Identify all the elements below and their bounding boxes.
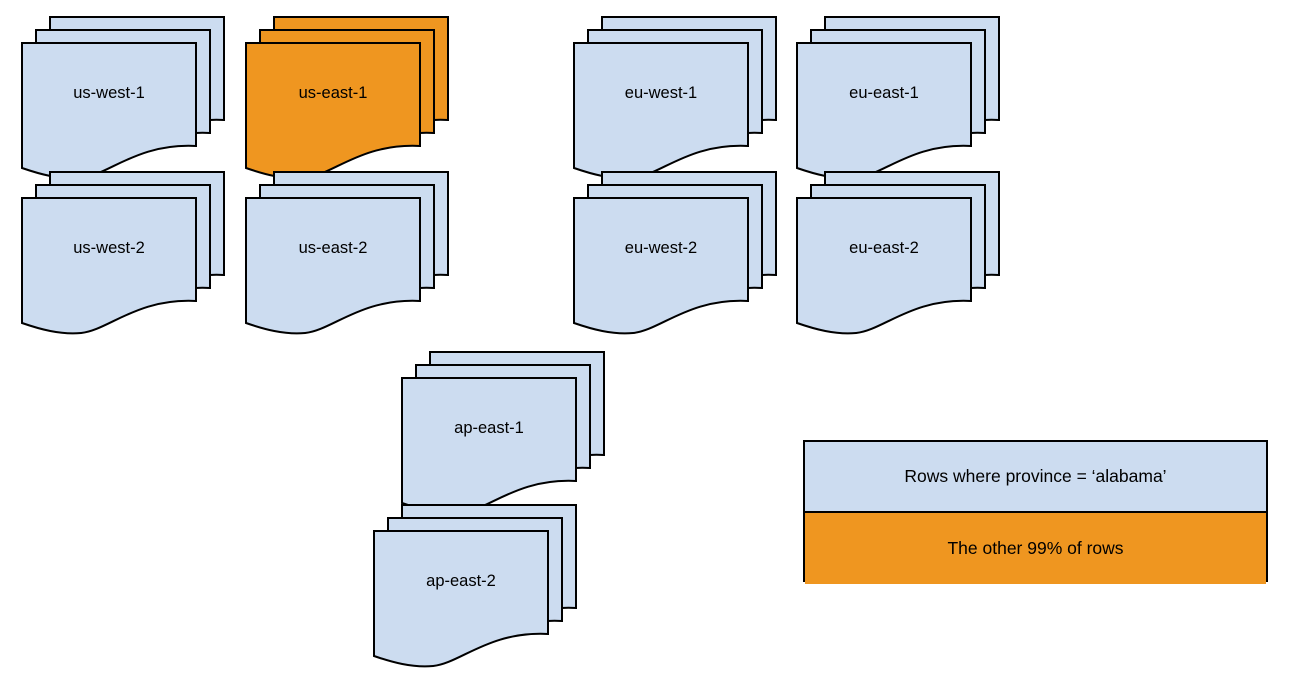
sheet-front <box>245 197 421 335</box>
document-stack-shape <box>401 351 605 515</box>
document-stack-shape <box>21 16 225 180</box>
document-stack-shape <box>21 171 225 335</box>
document-stack-us-east-1[interactable]: us-east-1 <box>244 15 450 182</box>
legend-label-legend-highlight: The other 99% of rows <box>947 538 1124 558</box>
legend-row-legend-highlight: The other 99% of rows <box>805 513 1266 584</box>
legend-label-legend-normal: Rows where province = ‘alabama’ <box>904 466 1167 486</box>
sheet-front <box>373 530 549 668</box>
document-stack-us-west-1[interactable]: us-west-1 <box>20 15 226 182</box>
legend-row-legend-normal: Rows where province = ‘alabama’ <box>805 442 1266 513</box>
document-stack-shape <box>245 16 449 180</box>
sheet-front <box>573 42 749 180</box>
sheet-front <box>796 197 972 335</box>
sheet-front <box>401 377 577 515</box>
document-stack-shape <box>573 16 777 180</box>
document-stack-shape <box>796 171 1000 335</box>
document-stack-shape <box>573 171 777 335</box>
document-stack-shape <box>245 171 449 335</box>
document-stack-us-west-2[interactable]: us-west-2 <box>20 170 226 337</box>
document-stack-ap-east-1[interactable]: ap-east-1 <box>400 350 606 517</box>
document-stack-ap-east-2[interactable]: ap-east-2 <box>372 503 578 670</box>
sheet-front <box>21 197 197 335</box>
legend: Rows where province = ‘alabama’ The other… <box>803 440 1268 584</box>
sheet-front <box>573 197 749 335</box>
document-stack-eu-west-2[interactable]: eu-west-2 <box>572 170 778 337</box>
document-stack-us-east-2[interactable]: us-east-2 <box>244 170 450 337</box>
document-stack-eu-east-1[interactable]: eu-east-1 <box>795 15 1001 182</box>
document-stack-eu-west-1[interactable]: eu-west-1 <box>572 15 778 182</box>
sheet-front <box>245 42 421 180</box>
sheet-front <box>21 42 197 180</box>
document-stack-eu-east-2[interactable]: eu-east-2 <box>795 170 1001 337</box>
document-stack-shape <box>373 504 577 668</box>
sheet-front <box>796 42 972 180</box>
document-stack-shape <box>796 16 1000 180</box>
